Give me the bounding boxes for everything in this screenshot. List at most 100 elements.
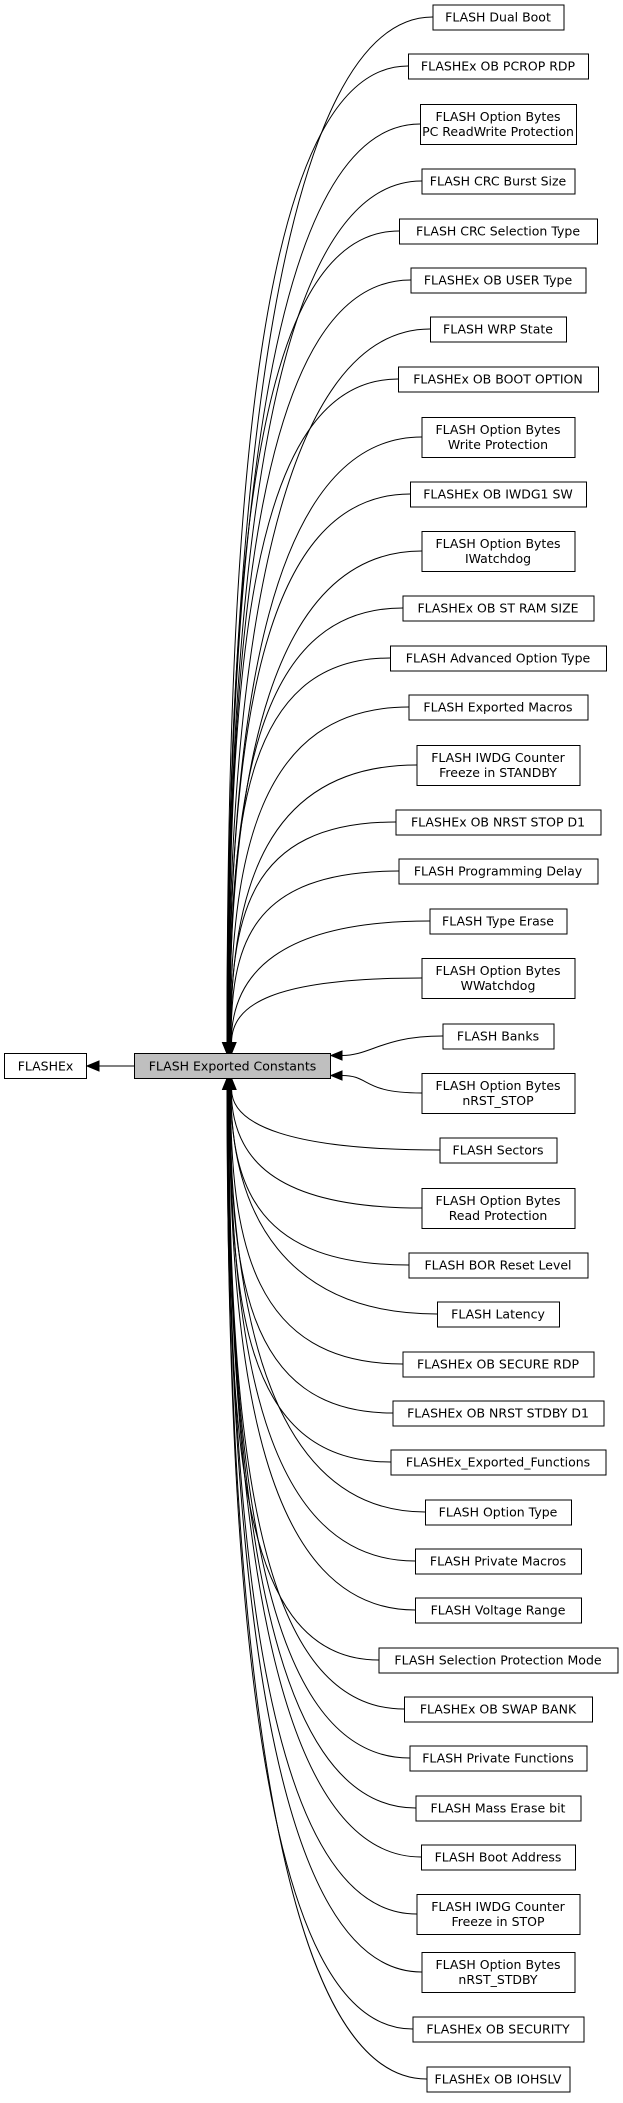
- child-group-label: FLASHEx OB IOHSLV: [435, 2072, 562, 2087]
- child-group-label: FLASH Option Type: [439, 1505, 558, 1520]
- child-group-box: [421, 1844, 576, 1871]
- child-group-box: [404, 1696, 593, 1723]
- child-group-node[interactable]: FLASHEx OB NRST STDBY D1: [392, 1400, 605, 1427]
- edge-child-to-current: [222, 279, 411, 1055]
- child-group-node[interactable]: FLASH Mass Erase bit: [415, 1795, 582, 1822]
- child-group-node[interactable]: FLASH Banks: [442, 1023, 555, 1050]
- child-group-label: nRST_STOP: [462, 1093, 534, 1108]
- child-group-label: FLASHEx OB PCROP RDP: [421, 59, 576, 74]
- edge-child-to-current: [226, 1077, 440, 1151]
- child-group-node[interactable]: FLASH Advanced Option Type: [390, 645, 607, 672]
- child-group-label: FLASH Option Bytes: [435, 536, 560, 551]
- child-group-label: FLASH Option Bytes: [435, 963, 560, 978]
- child-group-node[interactable]: FLASH Selection Protection Mode: [378, 1647, 619, 1674]
- child-group-label: FLASH Option Bytes: [435, 1957, 560, 1972]
- child-group-box: [421, 417, 576, 458]
- child-group-box: [398, 858, 599, 885]
- edge-child-to-current: [225, 870, 399, 1055]
- child-group-node[interactable]: FLASH Option Type: [425, 1499, 572, 1526]
- child-group-node[interactable]: FLASHEx OB PCROP RDP: [408, 53, 589, 80]
- edge-child-to-current: [221, 1077, 427, 2080]
- parent-group-node[interactable]: FLASHEx: [4, 1053, 87, 1079]
- child-group-node[interactable]: FLASH Private Functions: [409, 1745, 588, 1772]
- edge-child-to-current: [221, 1077, 413, 2030]
- child-group-box: [425, 1499, 572, 1526]
- child-group-node[interactable]: FLASH Sectors: [439, 1137, 558, 1164]
- child-group-box: [415, 1795, 582, 1822]
- child-group-node[interactable]: FLASHEx_Exported_Functions: [390, 1449, 607, 1476]
- child-group-label: FLASH Dual Boot: [445, 10, 551, 25]
- child-group-label: FLASHEx_Exported_Functions: [406, 1455, 590, 1470]
- child-group-node[interactable]: FLASHEx OB ST RAM SIZE: [402, 595, 595, 622]
- child-group-box: [390, 645, 607, 672]
- child-group-node[interactable]: FLASH Latency: [437, 1301, 560, 1328]
- child-group-box: [402, 1351, 595, 1378]
- edge-child-to-current: [226, 920, 430, 1055]
- child-group-label: FLASH BOR Reset Level: [424, 1258, 571, 1273]
- child-group-node[interactable]: FLASHEx OB SWAP BANK: [404, 1696, 593, 1723]
- child-group-label: FLASH Option Bytes: [435, 422, 560, 437]
- child-group-node[interactable]: FLASH BOR Reset Level: [408, 1252, 589, 1279]
- child-group-label: FLASH Sectors: [453, 1143, 544, 1158]
- child-group-node[interactable]: FLASH Programming Delay: [398, 858, 599, 885]
- edge-child-to-current: [222, 1077, 417, 1915]
- child-group-box: [395, 809, 602, 836]
- child-group-label: FLASHEx OB USER Type: [424, 273, 573, 288]
- child-group-node[interactable]: FLASH Exported Macros: [408, 694, 589, 721]
- child-group-node[interactable]: FLASHEx OB SECURITY: [412, 2016, 585, 2043]
- child-group-box: [408, 1252, 589, 1279]
- child-group-box: [432, 4, 565, 31]
- child-group-box: [421, 168, 576, 195]
- current-group-node: FLASH Exported Constants: [134, 1053, 331, 1079]
- child-group-box: [416, 745, 581, 786]
- child-group-node[interactable]: FLASHEx OB NRST STOP D1: [395, 809, 602, 836]
- child-group-node[interactable]: FLASH Boot Address: [421, 1844, 576, 1871]
- child-group-label: IWatchdog: [465, 551, 531, 566]
- edge-child-to-current: [224, 1077, 416, 1562]
- child-group-node[interactable]: FLASHEx OB SECURE RDP: [402, 1351, 595, 1378]
- child-group-box: [402, 595, 595, 622]
- child-group-node[interactable]: FLASH CRC Burst Size: [421, 168, 576, 195]
- child-group-label: FLASH Programming Delay: [414, 864, 583, 879]
- child-group-box: [415, 1548, 582, 1575]
- child-group-node[interactable]: FLASH CRC Selection Type: [399, 218, 598, 245]
- child-group-node[interactable]: FLASHEx OB BOOT OPTION: [398, 366, 599, 393]
- child-group-label: FLASH Option Bytes: [435, 109, 560, 124]
- edge-child-to-current: [223, 1077, 416, 1809]
- child-group-node[interactable]: FLASH WRP State: [430, 316, 567, 343]
- child-group-node[interactable]: FLASHEx OB IOHSLV: [426, 2066, 571, 2093]
- edge-child-to-current: [224, 1077, 391, 1463]
- child-group-node[interactable]: FLASH Voltage Range: [415, 1597, 582, 1624]
- child-group-label: FLASHEx OB ST RAM SIZE: [417, 601, 578, 616]
- child-group-box: [421, 531, 576, 572]
- edge-child-to-current: [225, 764, 417, 1055]
- child-group-label: FLASHEx OB SECURITY: [426, 2022, 570, 2037]
- child-group-label: FLASHEx OB SECURE RDP: [417, 1357, 580, 1372]
- child-group-node[interactable]: FLASH Private Macros: [415, 1548, 582, 1575]
- child-group-box: [426, 2066, 571, 2093]
- child-group-label: FLASH Option Bytes: [435, 1078, 560, 1093]
- parent-group-label: FLASHEx: [18, 1059, 74, 1074]
- child-group-box: [410, 267, 587, 294]
- child-group-label: FLASH Latency: [451, 1307, 545, 1322]
- child-group-label: FLASH Private Macros: [430, 1554, 566, 1569]
- child-group-label: FLASH Exported Macros: [423, 700, 572, 715]
- edge-child-to-current: [223, 436, 422, 1055]
- child-group-label: FLASH Selection Protection Mode: [394, 1653, 601, 1668]
- child-group-node[interactable]: FLASHEx OB IWDG1 SW: [410, 481, 587, 508]
- edge-child-to-current: [222, 123, 421, 1055]
- child-group-node[interactable]: FLASH Dual Boot: [432, 4, 565, 31]
- child-group-label: Write Protection: [448, 437, 548, 452]
- child-group-node[interactable]: FLASH Type Erase: [429, 908, 568, 935]
- child-group-node[interactable]: FLASHEx OB USER Type: [410, 267, 587, 294]
